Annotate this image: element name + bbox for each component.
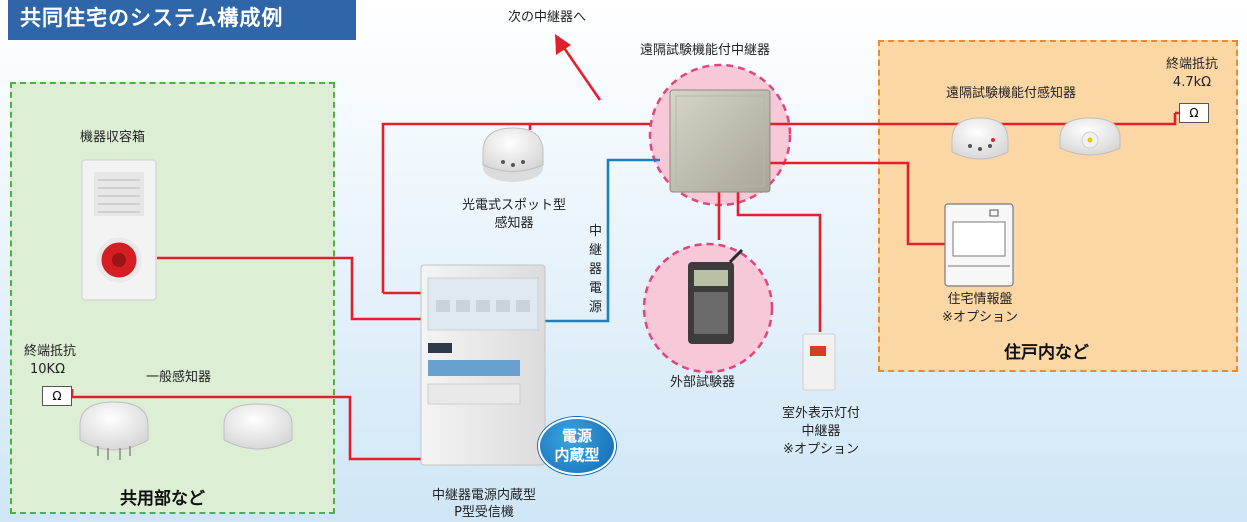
housing-panel-label-1: 住宅情報盤: [947, 292, 1013, 307]
outdoor-relay-label-2: 中継器: [801, 424, 841, 439]
wire-to-housing-panel: [760, 161, 945, 246]
wire-loop-left: [381, 122, 532, 293]
housing-info-panel-image: [944, 203, 1014, 287]
title-banner: 共同住宅のシステム構成例: [8, 0, 356, 40]
p-type-receiver-image: [420, 264, 546, 466]
built-in-power-badge: 電源 内蔵型: [538, 417, 616, 475]
wire-common-sensors: [70, 389, 421, 461]
general-sensor-2-image: [223, 403, 293, 450]
common-area-label: 共用部など: [120, 489, 205, 509]
equipment-box-label: 機器収容箱: [80, 130, 146, 145]
external-tester-image: [688, 248, 744, 344]
end-resistor-unit-label-1: 終端抵抗: [1165, 57, 1218, 72]
end-resistor-unit-label-2: 4.7kΩ: [1172, 75, 1212, 90]
dwelling-unit-zone: 住戸内など: [878, 40, 1238, 372]
relay-power-line: [545, 158, 660, 323]
general-sensor-1-image: [79, 401, 149, 460]
end-resistor-unit-box: Ω: [1179, 103, 1209, 123]
remote-test-relay-image: [669, 89, 771, 193]
housing-panel-label-2: ※オプション: [942, 310, 1018, 325]
photo-sensor-label-1: 光電式スポット型: [461, 198, 566, 213]
end-resistor-common-box: Ω: [42, 386, 72, 406]
wire-to-unit-sensors: [770, 113, 1177, 126]
outdoor-relay-label-1: 室外表示灯付: [781, 406, 860, 421]
equipment-storage-box-image: [81, 159, 157, 301]
outdoor-relay-label-3: ※オプション: [783, 442, 859, 457]
arrow-next-relay: [555, 34, 571, 55]
remote-relay-label: 遠隔試験機能付中継器: [640, 43, 771, 58]
remote-sensor-label: 遠隔試験機能付感知器: [946, 86, 1077, 101]
end-resistor-common-label-1: 終端抵抗: [24, 344, 77, 359]
next-relay-label: 次の中継器へ: [508, 10, 587, 25]
photo-sensor-label-2: 感知器: [494, 216, 534, 231]
badge-line-1: 電源: [561, 427, 592, 445]
dwelling-unit-label: 住戸内など: [1004, 343, 1089, 363]
general-sensor-label: 一般感知器: [146, 370, 212, 385]
receiver-label-2: P型受信機: [454, 505, 514, 520]
end-resistor-common-label-2: 10KΩ: [30, 362, 66, 377]
badge-line-2: 内蔵型: [554, 446, 600, 464]
remote-test-sensor-1-image: [951, 117, 1009, 160]
relay-power-label: 中継器電源: [589, 224, 603, 315]
wire-box-to-receiver: [157, 256, 421, 321]
remote-test-sensor-2-image: [1059, 117, 1121, 156]
common-area-zone: 共用部など: [10, 82, 335, 514]
photoelectric-sensor-image: [482, 127, 544, 182]
external-tester-label: 外部試験器: [670, 375, 736, 390]
outdoor-lamp-relay-image: [802, 333, 836, 391]
receiver-label-1: 中継器電源内蔵型: [431, 488, 536, 503]
diagram-title: 共同住宅のシステム構成例: [20, 6, 284, 30]
wire-to-next-relay: [558, 41, 602, 101]
